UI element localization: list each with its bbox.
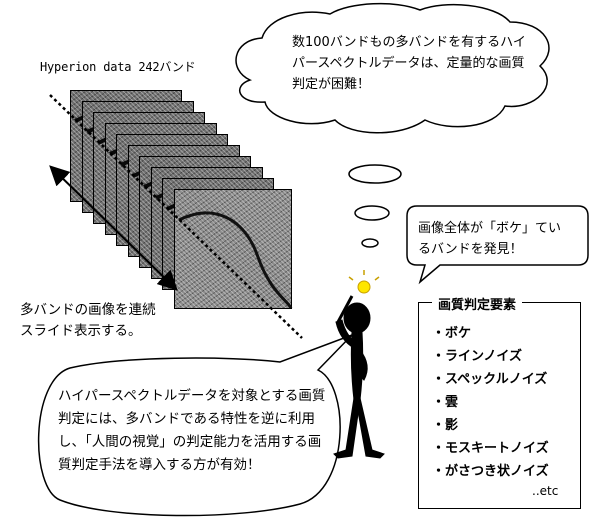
elements-etc: ..etc — [532, 484, 559, 498]
thought-bubble-medium — [354, 205, 390, 221]
stack-label: Hyperion data 242バンド — [40, 60, 196, 74]
element-item: ・ボケ — [432, 326, 472, 341]
main-speech-bubble — [37, 334, 353, 517]
pointing-finger — [336, 295, 354, 323]
thought-cloud — [235, 2, 550, 134]
thought-bubble-large — [348, 164, 402, 184]
elements-title: 画質判定要素 — [432, 294, 523, 313]
element-item: ・影 — [432, 418, 459, 433]
element-item: ・スペックルノイズ — [432, 372, 548, 387]
image-frame — [173, 189, 292, 309]
element-item: ・モスキートノイズ — [432, 441, 549, 456]
thought-bubble-small — [361, 238, 379, 248]
lightbulb-icon — [348, 270, 380, 294]
slide-double-arrow — [49, 165, 178, 291]
element-item: ・がさつき状ノイズ — [432, 464, 549, 479]
cloud-text: 数100バンドもの多バンドを有するハイパースペクトルデータは、定量的な画質判定が… — [292, 35, 526, 92]
found-text: 画像全体が「ボケ」ているバンドを発見！ — [418, 221, 562, 257]
main-description: ハイパースペクトルデータを対象とする画質判定には、多バンドである特性を逆に利用し… — [58, 388, 326, 473]
stick-figure — [333, 302, 385, 459]
element-item: ・ラインノイズ — [432, 349, 522, 364]
slide-description: 多バンドの画像を連続スライド表示する。 — [20, 302, 156, 339]
found-speech-bubble — [406, 205, 589, 285]
river-line — [177, 211, 292, 309]
element-item: ・雲 — [432, 395, 459, 410]
